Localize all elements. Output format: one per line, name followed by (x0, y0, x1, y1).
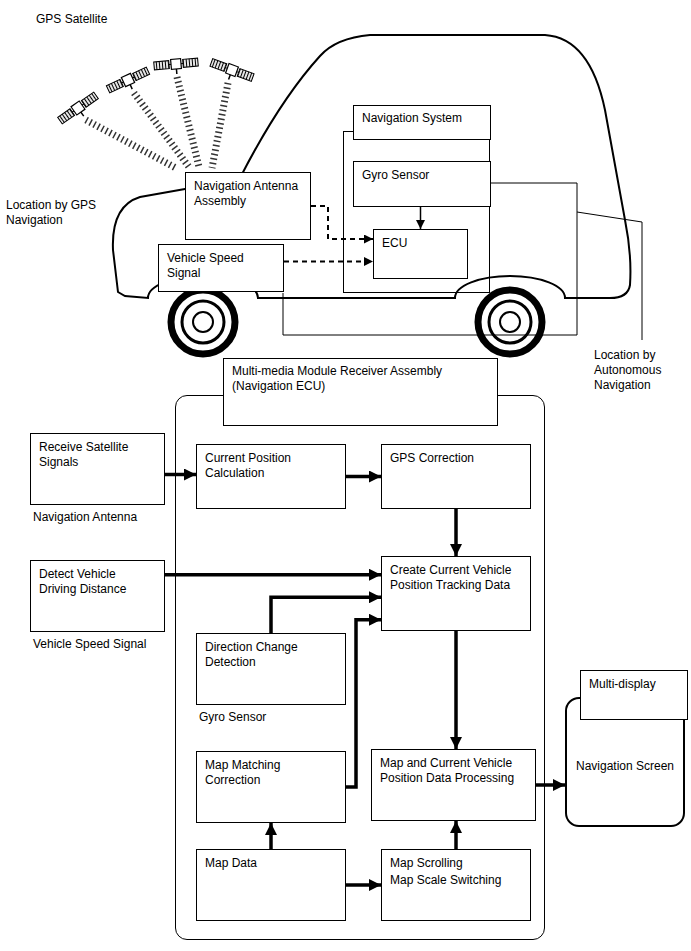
car-body (113, 35, 631, 298)
process-box: GPS Correction (381, 444, 531, 509)
gps-satellite (208, 58, 254, 87)
header-tab: Multi-media Module Receiver Assembly (Na… (223, 358, 498, 426)
box-text: Current Position Calculation (205, 451, 337, 481)
box-text: Navigation Screen (567, 759, 683, 774)
signal-wave (86, 120, 176, 168)
rear-wheel (478, 290, 542, 354)
box-text: Multi-display (589, 677, 679, 692)
box-text: Vehicle Speed Signal (167, 251, 275, 281)
flow-arrow (420, 207, 422, 229)
display-tab: Multi-display (580, 670, 688, 720)
display-frame: Navigation ScreenMulti-display (565, 697, 685, 827)
caption-label: Gyro Sensor (199, 710, 266, 725)
gps-satellite (154, 57, 199, 76)
process-box: Create Current Vehicle Position Tracking… (381, 556, 531, 631)
box-text: Map Scrolling (390, 856, 522, 871)
front-wheel (171, 290, 235, 354)
process-box: Detect Vehicle Driving DistanceVehicle S… (30, 560, 165, 632)
flow-arrow (271, 597, 381, 633)
process-box: Navigation Antenna Assembly (185, 172, 311, 240)
flow-arrow (454, 631, 458, 749)
flow-arrow (454, 509, 458, 556)
signal-wave (177, 77, 199, 167)
header-tab: Navigation System (353, 105, 491, 140)
gps-satellite (106, 66, 152, 98)
box-text: Create Current Vehicle Position Tracking… (390, 563, 522, 593)
flow-arrow (284, 261, 373, 263)
process-box: ECU (373, 229, 468, 279)
flow-arrow (346, 883, 381, 887)
ecu-frame: Multi-media Module Receiver Assembly (Na… (175, 395, 545, 940)
gps-satellite (57, 91, 102, 129)
box-text: GPS Correction (390, 451, 522, 466)
process-box: Map Data (196, 849, 346, 921)
process-box: Map and Current Vehicle Position Data Pr… (371, 749, 536, 821)
process-box: Vehicle Speed Signal (158, 244, 284, 292)
box-text: Map Data (205, 856, 337, 871)
annotation-label: Location by GPS Navigation (6, 198, 106, 228)
box-text: ECU (382, 236, 459, 251)
box-text: Map Matching Correction (205, 758, 337, 788)
process-box: Map ScrollingMap Scale Switching (381, 849, 531, 921)
box-text: Gyro Sensor (362, 168, 482, 183)
process-box: Current Position Calculation (196, 444, 346, 509)
flow-arrow (165, 473, 196, 477)
annotation-label: GPS Satellite (36, 12, 166, 27)
box-text: Map Scale Switching (390, 873, 522, 888)
leader-line (577, 212, 642, 340)
process-box: Map Matching Correction (196, 751, 346, 823)
flow-arrow (165, 573, 381, 577)
box-text: Direction Change Detection (205, 640, 337, 670)
flow-arrow (269, 823, 273, 849)
box-text: Navigation Antenna Assembly (194, 179, 302, 209)
box-text: Detect Vehicle Driving Distance (39, 567, 156, 597)
process-box: Gyro Sensor (353, 161, 491, 207)
process-box: Receive Satellite SignalsNavigation Ante… (30, 433, 165, 505)
flow-arrow (311, 206, 373, 239)
satellite-waves (86, 77, 228, 168)
flow-arrow (536, 783, 565, 787)
caption-label: Vehicle Speed Signal (33, 637, 146, 652)
system-frame: Navigation SystemGyro SensorECU (343, 131, 490, 293)
process-box: Direction Change DetectionGyro Sensor (196, 633, 346, 705)
annotation-label: Location by Autonomous Navigation (594, 348, 686, 393)
flow-arrow (346, 475, 381, 479)
flow-arrow (454, 821, 458, 849)
box-text: Map and Current Vehicle Position Data Pr… (380, 756, 527, 786)
caption-label: Navigation Antenna (33, 510, 137, 525)
signal-wave (212, 83, 228, 168)
box-text: Receive Satellite Signals (39, 440, 156, 470)
